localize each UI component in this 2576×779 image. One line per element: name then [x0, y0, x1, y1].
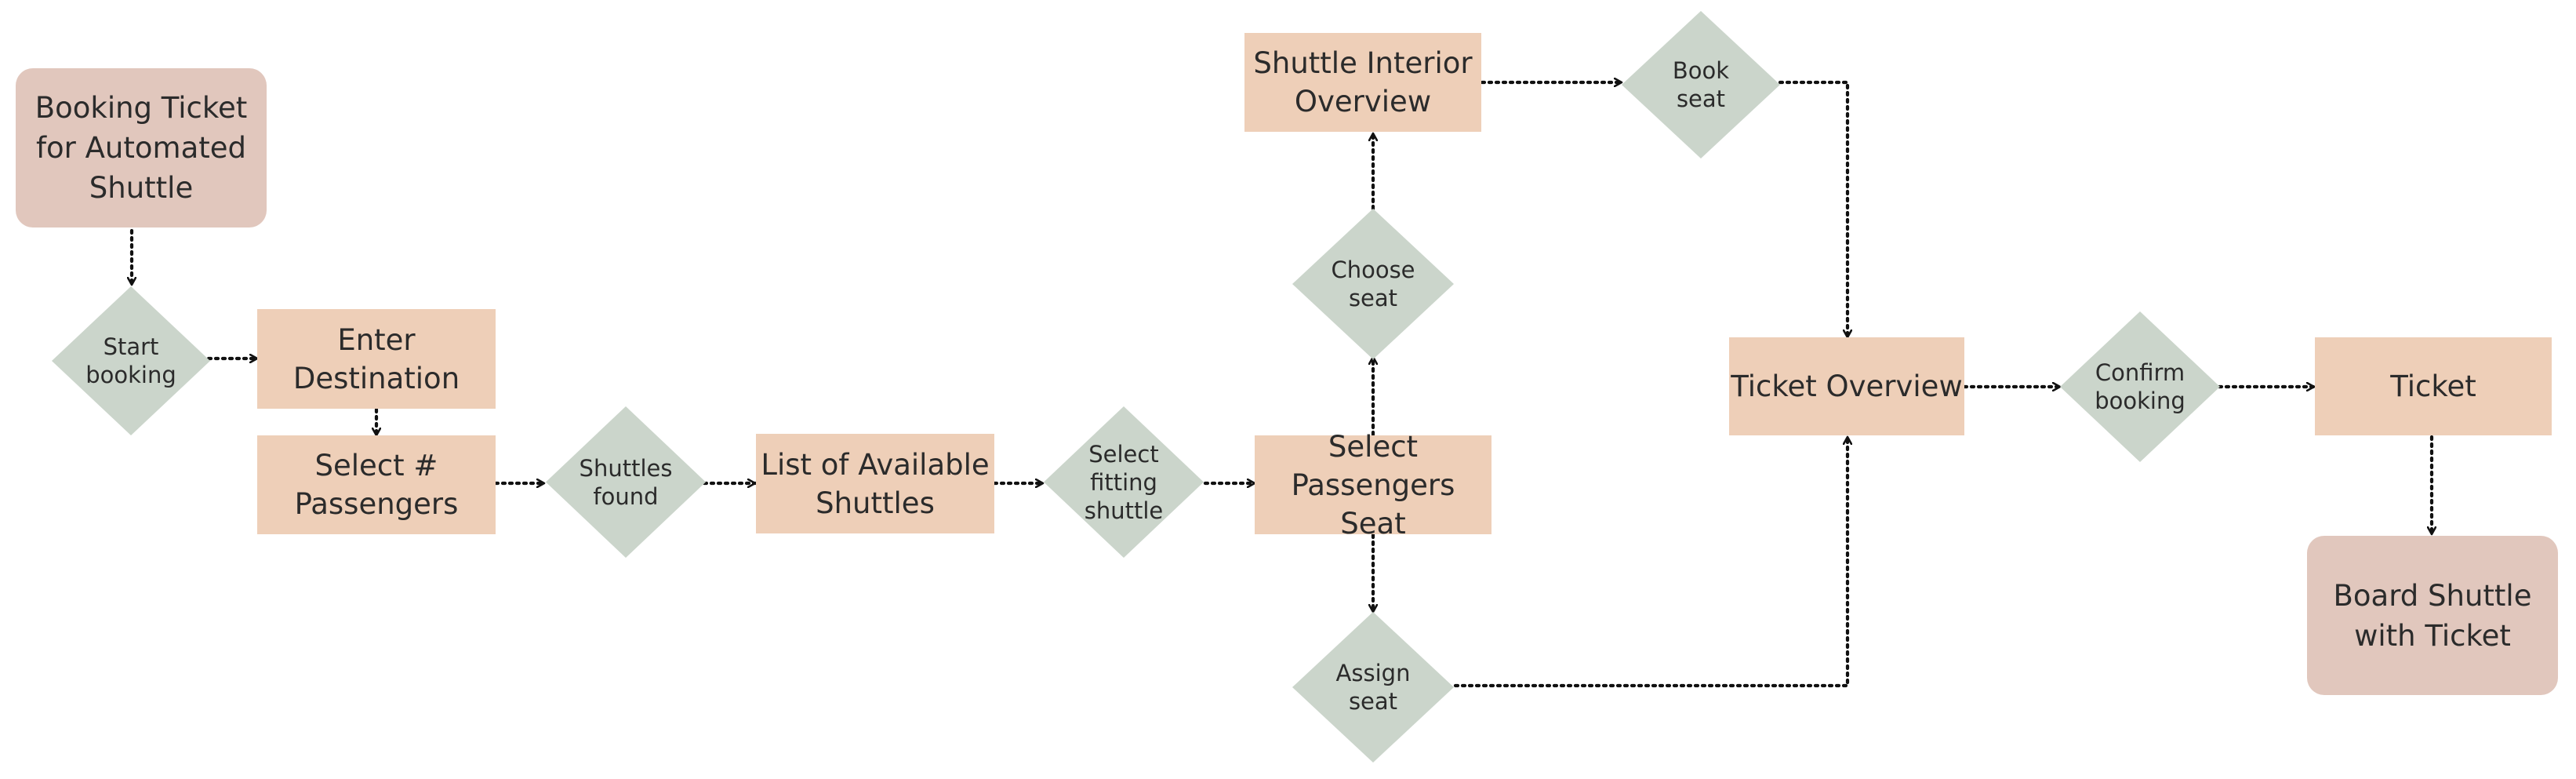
decision-label: Shuttles found	[579, 454, 673, 510]
decision-label: Assign seat	[1335, 660, 1411, 715]
edge-book-seat-to-ticket-overview	[1778, 80, 1848, 340]
node-shuttles-found: Shuttles found	[546, 406, 706, 558]
decision-label: Select fitting shuttle	[1084, 440, 1164, 524]
node-enter-destination: Enter Destination	[257, 309, 496, 409]
node-select-fitting-shuttle: Select fitting shuttle	[1044, 406, 1204, 558]
node-list-shuttles: List of Available Shuttles	[756, 434, 994, 533]
node-assign-seat: Assign seat	[1292, 612, 1454, 763]
node-start-booking: Start booking	[52, 286, 210, 435]
edge-assign-seat-to-ticket-overview	[1453, 435, 1848, 688]
decision-diamond-shape	[1292, 612, 1454, 763]
node-ticket-overview: Ticket Overview	[1729, 337, 1964, 435]
decision-diamond-shape	[52, 286, 210, 435]
node-booking-ticket: Booking Ticket for Automated Shuttle	[16, 68, 267, 228]
node-ticket: Ticket	[2315, 337, 2552, 435]
node-select-passengers-seat: Select Passengers Seat	[1255, 430, 1491, 541]
node-book-seat: Book seat	[1622, 11, 1780, 158]
decision-diamond-shape	[2060, 311, 2220, 462]
decision-label: Start booking	[85, 333, 176, 388]
node-choose-seat: Choose seat	[1292, 209, 1454, 359]
node-shuttle-interior-overview: Shuttle Interior Overview	[1244, 33, 1481, 132]
node-board-shuttle: Board Shuttle with Ticket	[2307, 536, 2558, 695]
decision-label: Book seat	[1672, 57, 1730, 112]
node-select-passengers: Select # Passengers	[257, 435, 496, 534]
decision-diamond-shape	[1622, 11, 1780, 158]
decision-label: Confirm booking	[2095, 359, 2185, 414]
decision-diamond-shape	[1044, 406, 1204, 558]
decision-diamond-shape	[546, 406, 706, 558]
decision-label: Choose seat	[1331, 257, 1415, 311]
node-confirm-booking: Confirm booking	[2060, 311, 2220, 462]
decision-diamond-shape	[1292, 209, 1454, 359]
